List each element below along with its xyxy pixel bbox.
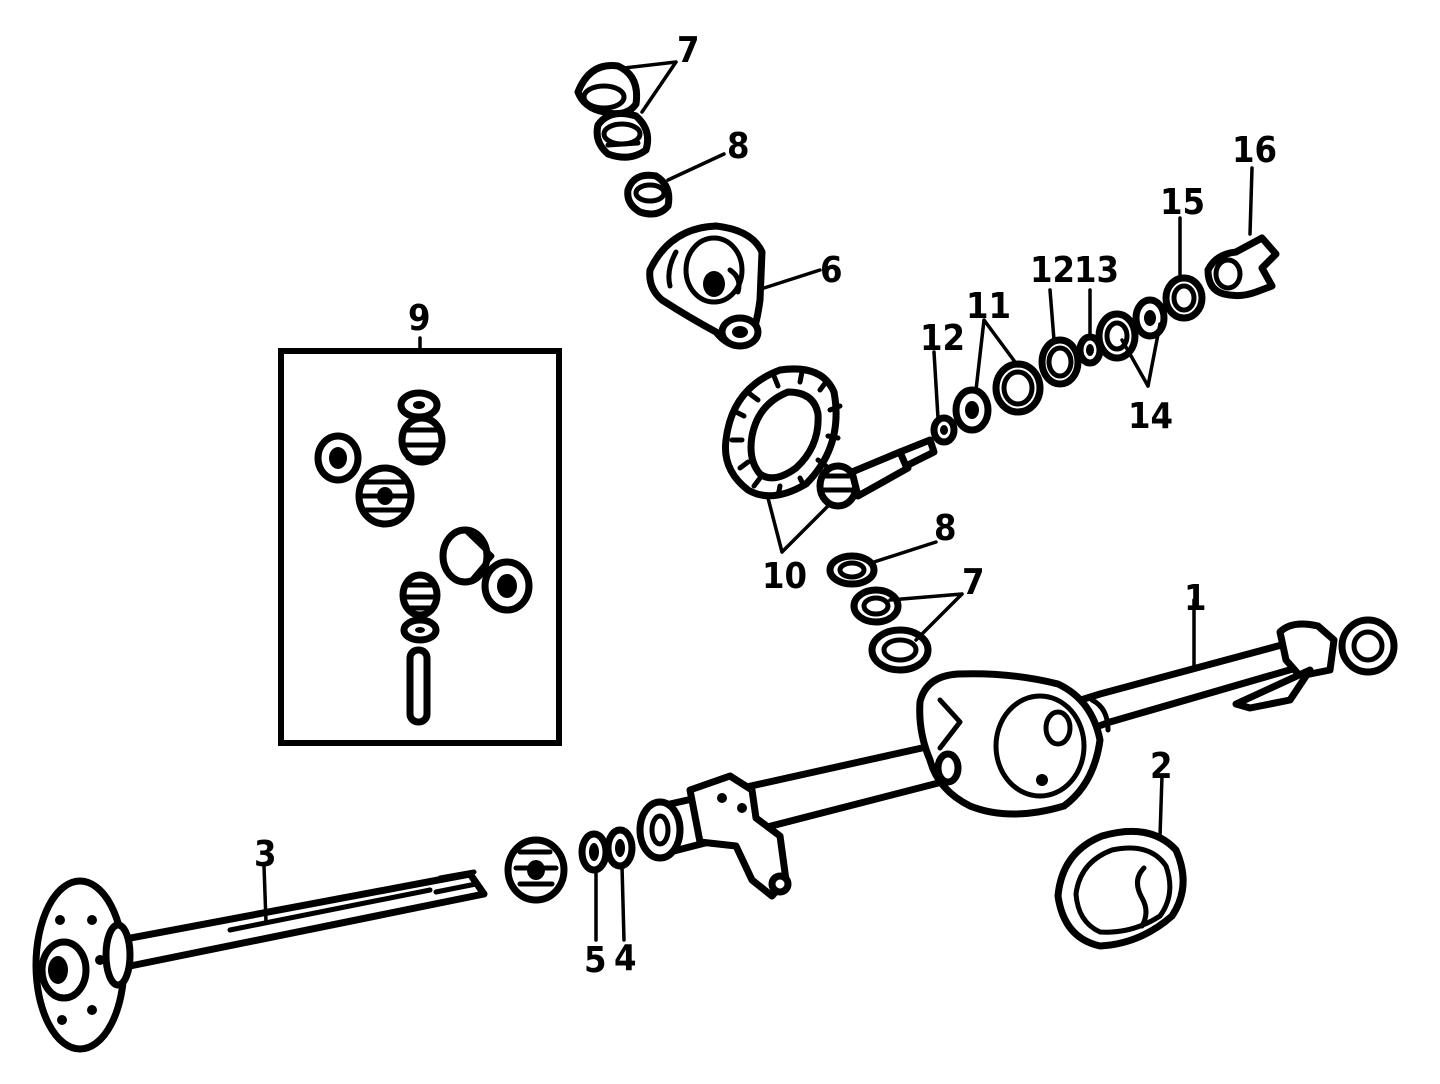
- kit-side-gear-large: [439, 526, 533, 614]
- kit-side-gear-small: [398, 414, 446, 466]
- part-8-shim-upper[interactable]: [624, 171, 673, 218]
- callout-13: 13: [1074, 250, 1119, 291]
- callout-5: 5: [584, 940, 607, 981]
- bearing-cup-upper: [574, 62, 641, 118]
- callout-2: 2: [1150, 746, 1173, 787]
- housing-left-flange: [636, 772, 792, 900]
- callout-6: 6: [820, 250, 843, 291]
- part-5-retainer[interactable]: [578, 830, 610, 874]
- callout-12-left: 12: [920, 318, 965, 359]
- part-4-seal[interactable]: [604, 826, 636, 870]
- part-12-shim-right[interactable]: [1038, 336, 1082, 388]
- pinion-bearing-cup: [992, 360, 1044, 416]
- ring-gear: [721, 365, 843, 500]
- kit-lower-pinion: [399, 571, 441, 619]
- axle-flange: [32, 877, 134, 1053]
- part-7-bearing-lower[interactable]: [850, 586, 932, 674]
- bearing-cone-upper: [593, 110, 652, 161]
- part-10-ring-pinion[interactable]: [721, 365, 938, 510]
- callout-12-right: 12: [1030, 250, 1075, 291]
- housing-right-flange: [1232, 616, 1398, 712]
- bearing-cone-lower: [850, 586, 902, 626]
- drive-pinion: [816, 436, 938, 510]
- callout-7-lower: 7: [962, 562, 985, 603]
- pinion-bearing-cone: [952, 386, 992, 434]
- part-11-pinion-bearing[interactable]: [952, 360, 1044, 434]
- callout-14: 14: [1128, 396, 1173, 437]
- callout-15: 15: [1160, 182, 1205, 223]
- kit-washer-left: [314, 432, 362, 484]
- callout-numbers: 7 8 6 9 12 11 12 13 14 15 16 10 8 7 1 2 …: [254, 30, 1277, 981]
- outer-bearing-cone: [1132, 296, 1168, 340]
- callout-8-lower: 8: [934, 508, 957, 549]
- callout-8-upper: 8: [727, 126, 750, 167]
- kit-pinion-gear: [355, 464, 415, 528]
- callout-9: 9: [408, 298, 431, 339]
- callout-7-upper: 7: [677, 30, 700, 71]
- callout-11: 11: [966, 286, 1011, 327]
- part-3-axle-shaft[interactable]: [32, 869, 488, 1053]
- housing-center-section: [916, 670, 1111, 818]
- callout-4: 4: [614, 938, 637, 979]
- part-7-bearing-upper[interactable]: [574, 62, 652, 161]
- part-12-spacer-left[interactable]: [930, 414, 958, 446]
- part-8-shim-lower[interactable]: [826, 552, 878, 588]
- part-9-gear-kit[interactable]: [278, 348, 562, 746]
- callout-1: 1: [1184, 578, 1207, 619]
- part-6-differential-case[interactable]: [646, 222, 766, 350]
- callout-16: 16: [1232, 130, 1277, 171]
- part-2-differential-cover[interactable]: [1054, 827, 1187, 950]
- axle-bearing[interactable]: [504, 836, 568, 904]
- part-15-pinion-seal[interactable]: [1162, 274, 1206, 322]
- kit-cross-pin: [406, 646, 431, 726]
- part-16-yoke[interactable]: [1204, 234, 1280, 300]
- callout-10: 10: [762, 556, 807, 597]
- bearing-cup-lower: [868, 626, 932, 674]
- callout-3: 3: [254, 834, 277, 875]
- part-1-axle-housing[interactable]: [636, 616, 1398, 900]
- leader-lines: [262, 60, 1254, 942]
